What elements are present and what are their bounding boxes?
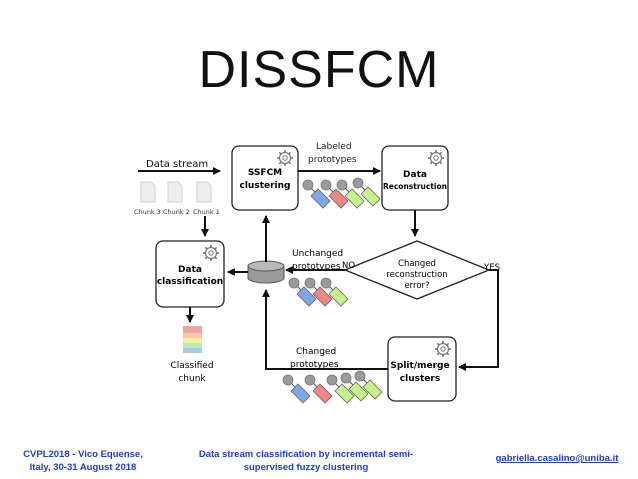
classified-chunk-stack bbox=[183, 326, 202, 353]
classification-label-1: Data bbox=[178, 265, 202, 275]
data-reconstruction-box: Data Reconstruction bbox=[381, 145, 449, 211]
reconstruction-label-2: Reconstruction bbox=[383, 182, 447, 191]
labeled-prototypes-label-1: Labeled bbox=[316, 142, 352, 152]
classified-chunk-label-1: Classified bbox=[170, 361, 213, 371]
data-stream-label: Data stream bbox=[146, 159, 208, 170]
footer-email[interactable]: gabriella.casalino@uniba.it bbox=[495, 453, 619, 464]
chunk-docs: Chunk 3 Chunk 2 Chunk 1 bbox=[134, 181, 220, 216]
changed-prototypes-label-2: prototypes bbox=[290, 360, 339, 370]
decision-label-2: reconstruction bbox=[386, 270, 447, 280]
slide-title: DISSFCM bbox=[198, 41, 440, 99]
changed-prototype-tags bbox=[282, 370, 383, 404]
ssfcm-label-2: clustering bbox=[240, 181, 291, 191]
footer-paper-title-line-2: supervised fuzzy clustering bbox=[243, 462, 369, 473]
footer-conference: CVPL2018 - Vico Equense, Italy, 30-31 Au… bbox=[18, 448, 148, 474]
split-merge-label-2: clusters bbox=[400, 374, 440, 384]
decision-label-1: Changed bbox=[398, 259, 436, 269]
data-stream-arrow: Data stream bbox=[138, 159, 221, 175]
footer-paper-title: Data stream classification by incrementa… bbox=[196, 448, 416, 474]
no-label: NO bbox=[342, 261, 355, 271]
footer-paper-title-line-1: Data stream classification by incrementa… bbox=[198, 449, 414, 460]
chunk-1-label: Chunk 1 bbox=[193, 208, 220, 216]
chunk-2-label: Chunk 2 bbox=[163, 208, 190, 216]
footer-conference-line-2: Italy, 30-31 August 2018 bbox=[29, 462, 137, 473]
ssfcm-label-1: SSFCM bbox=[248, 168, 282, 178]
split-merge-box: Split/merge clusters bbox=[387, 336, 457, 402]
unchanged-prototype-tags bbox=[288, 277, 349, 307]
unchanged-prototypes-label-2: prototypes bbox=[292, 262, 341, 272]
classified-chunk-label-2: chunk bbox=[178, 374, 206, 384]
changed-prototypes-label-1: Changed bbox=[296, 347, 336, 357]
footer-conference-line-1: CVPL2018 - Vico Equense, bbox=[23, 449, 143, 460]
ssfcm-clustering-box: SSFCM clustering bbox=[231, 145, 299, 211]
footer-email-link[interactable]: gabriella.casalino@uniba.it bbox=[482, 452, 632, 465]
yes-label: YES bbox=[483, 263, 500, 273]
labeled-prototype-tags bbox=[302, 177, 381, 209]
dissfcm-flow-diagram: Data stream Chunk 3 Chunk 2 Chunk 1 SSFC… bbox=[134, 142, 500, 404]
classification-label-2: classification bbox=[157, 277, 223, 287]
reconstruction-label-1: Data bbox=[403, 170, 427, 180]
decision-label-3: error? bbox=[404, 281, 429, 291]
decision-diamond: Changed reconstruction error? bbox=[343, 240, 491, 300]
database-icon bbox=[247, 260, 285, 284]
chunk-3-label: Chunk 3 bbox=[134, 208, 161, 216]
split-merge-label-1: Split/merge bbox=[390, 361, 449, 371]
labeled-prototypes-label-2: prototypes bbox=[308, 155, 357, 165]
unchanged-prototypes-label-1: Unchanged bbox=[292, 249, 343, 259]
data-classification-box: Data classification bbox=[155, 240, 225, 308]
